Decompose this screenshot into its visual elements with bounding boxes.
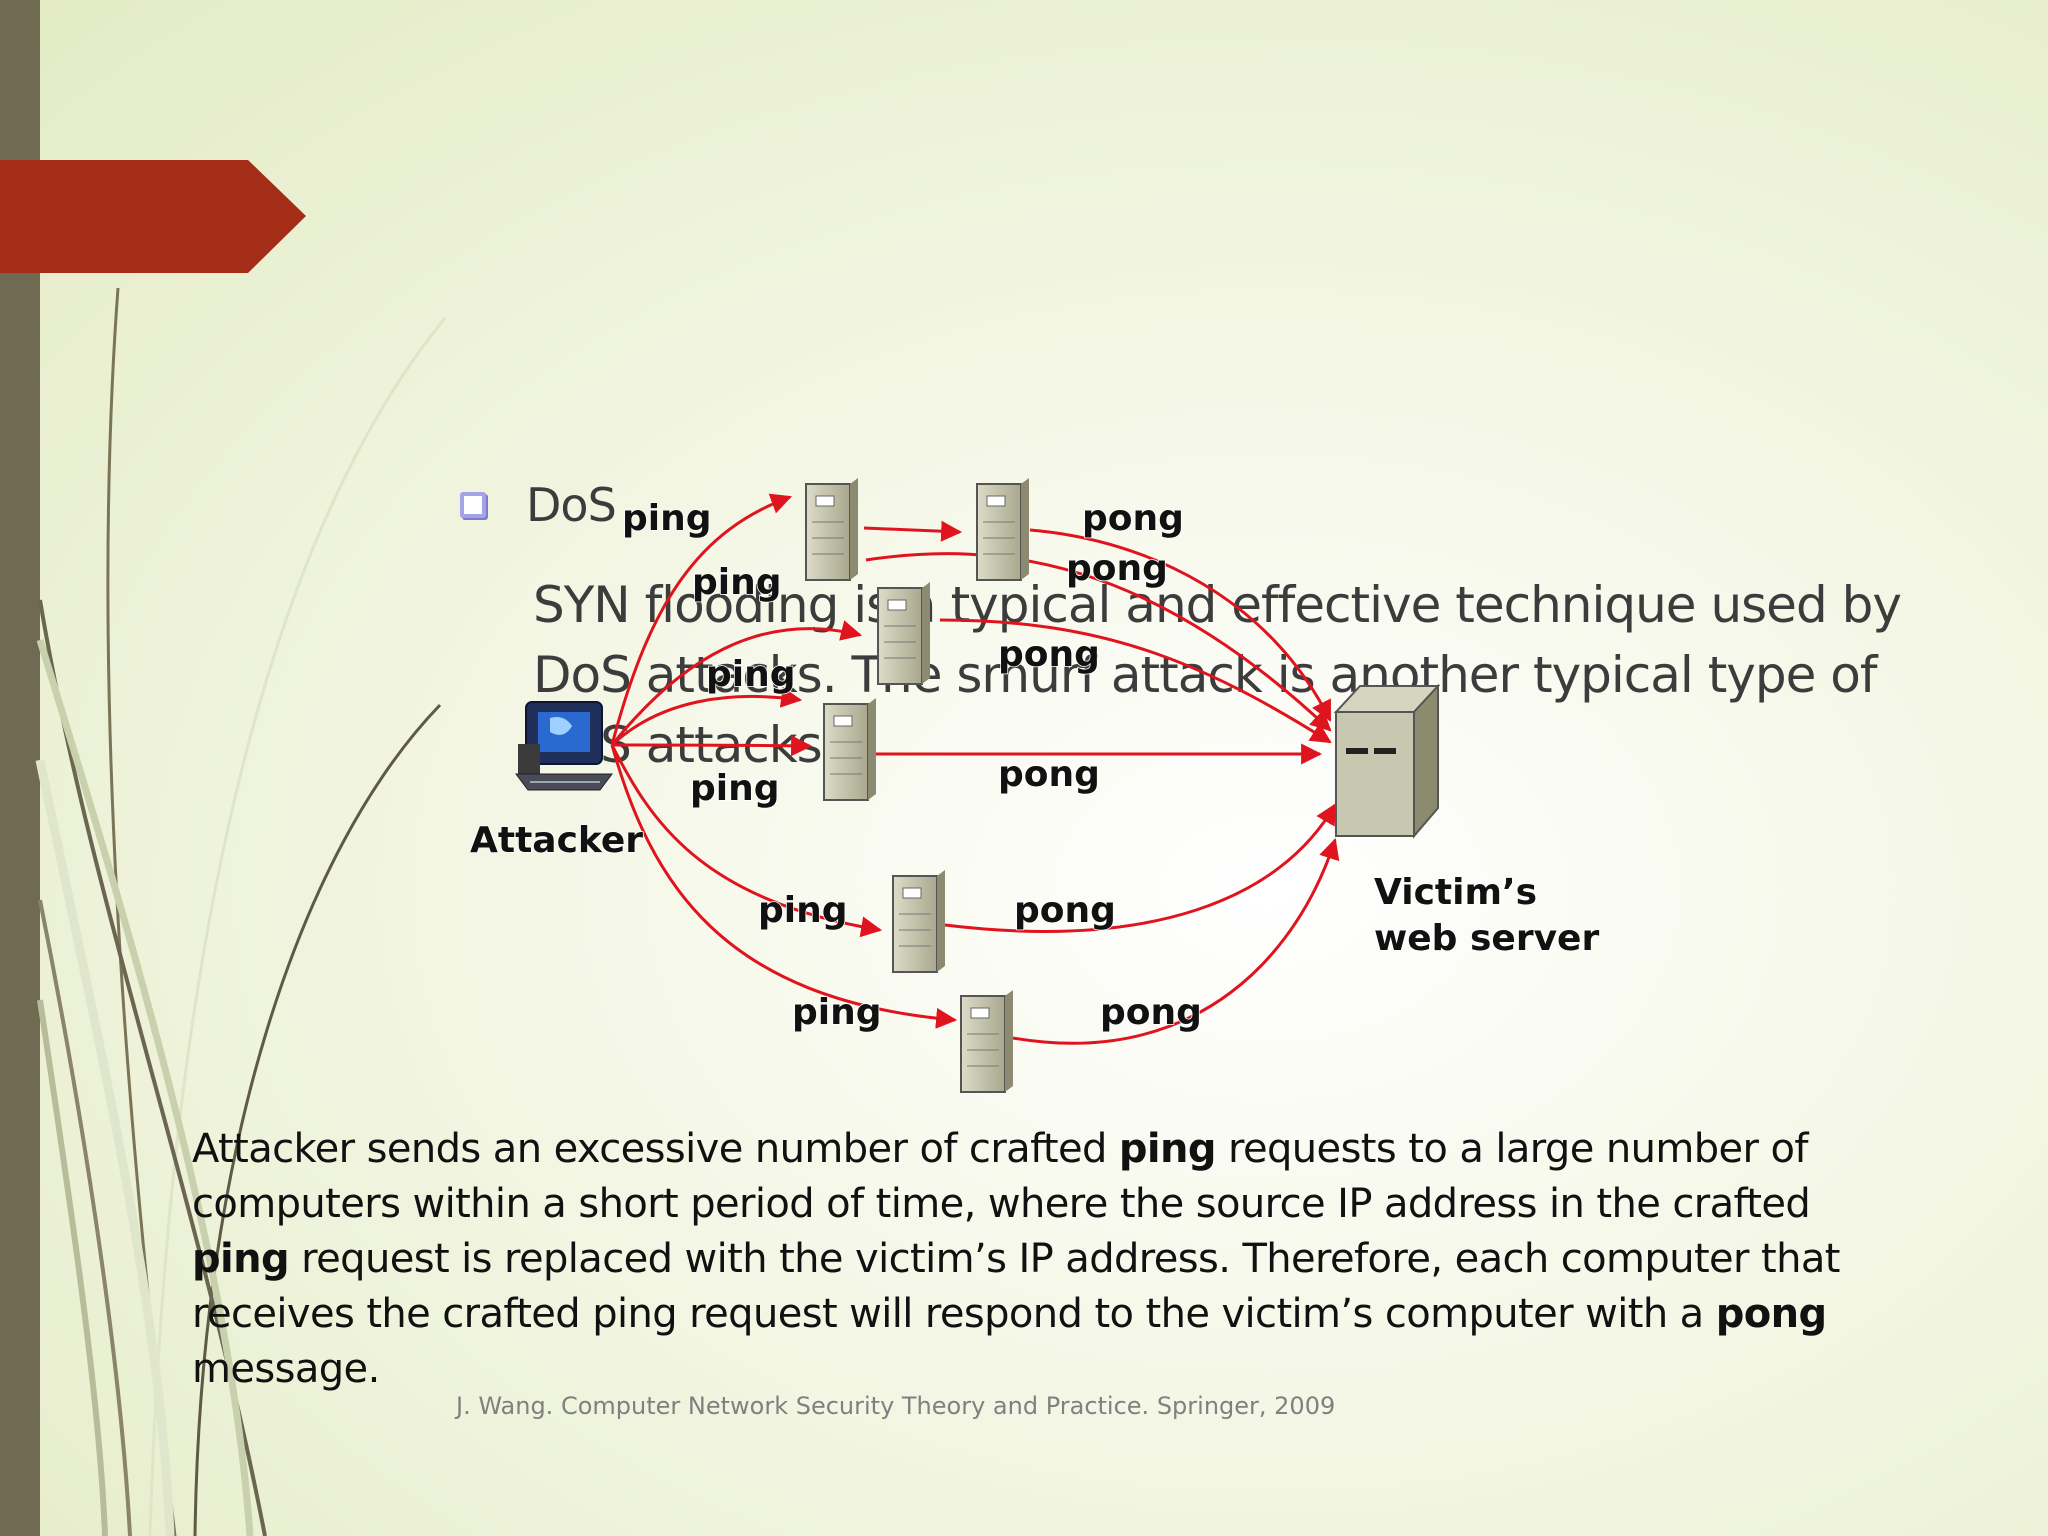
relay-server-icon [976,478,1029,581]
ping-label: ping [758,890,848,931]
bullet-row: DoS [460,478,617,532]
victim-label-line2: web server [1374,918,1599,959]
checkbox-bullet-icon [460,492,486,518]
pong-label: pong [1066,548,1168,589]
ping-label: ping [792,992,882,1033]
pong-label: pong [998,634,1100,675]
explanation-paragraph: Attacker sends an excessive number of cr… [192,1122,1912,1397]
ping-label: ping [690,768,780,809]
decorative-curves [35,287,447,1536]
victim-label-line1: Victim’s [1374,872,1537,913]
citation: J. Wang. Computer Network Security Theor… [456,1392,1336,1420]
caption-bold-ping: ping [192,1236,290,1282]
pong-label: pong [1014,890,1116,931]
caption-bold-pong: pong [1715,1291,1827,1337]
relay-server-icon [877,582,930,685]
caption-text: requests to a large number of computers … [192,1126,1811,1227]
relay-server-icon [960,990,1013,1093]
relay-server-icon [805,478,858,581]
victim-server-icon [1333,683,1441,839]
bullet-text: DoS [526,478,617,532]
ping-label: ping [622,498,712,539]
attacker-computer-icon [515,701,613,791]
pong-label: pong [1082,498,1184,539]
ping-label: ping [706,654,796,695]
caption-bold-ping: ping [1118,1126,1217,1172]
relay-server-icon [892,870,945,973]
pong-label: pong [998,754,1100,795]
pong-arrows [865,528,1340,1045]
title-flag [0,160,306,273]
caption-text: message. [192,1346,380,1392]
pong-label: pong [1100,992,1202,1033]
caption-text: request is replaced with the victim’s IP… [192,1236,1840,1337]
caption-text: Attacker sends an excessive number of cr… [192,1126,1119,1172]
attacker-label: Attacker [470,820,643,861]
relay-server-icon [823,698,876,801]
ping-arrows [610,493,963,1029]
ping-label: ping [692,562,782,603]
body-paragraph: SYN flooding is a typical and effective … [533,576,1902,774]
